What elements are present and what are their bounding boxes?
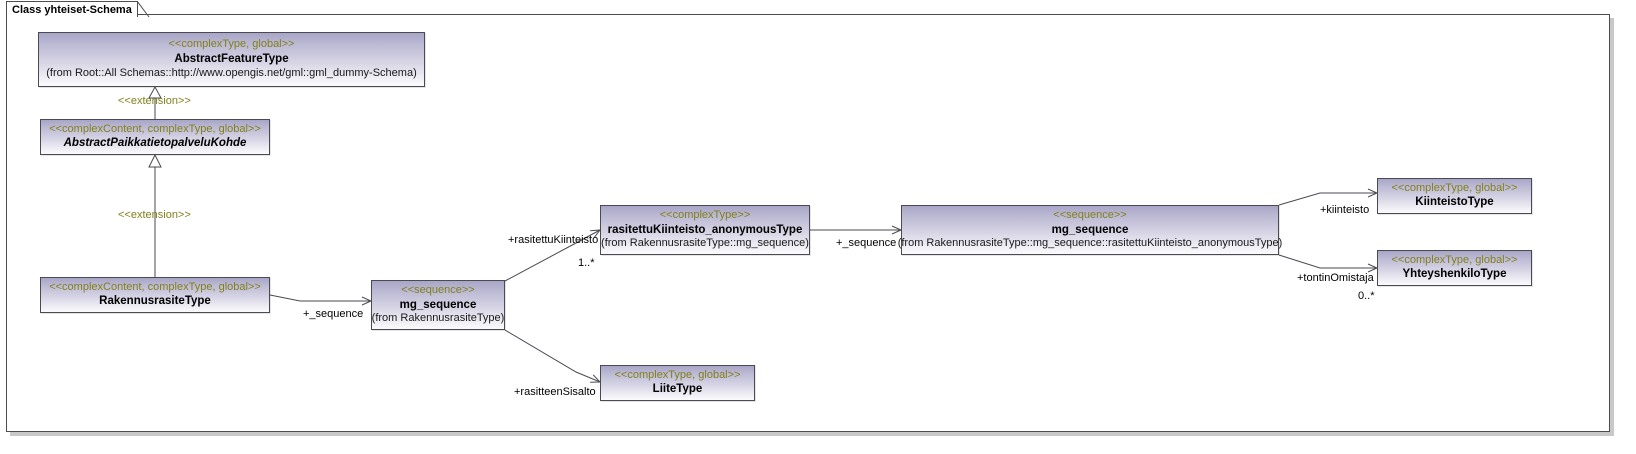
edge-label-rasitettukiinteisto: +rasitettuKiinteisto — [508, 234, 599, 246]
class-name: mg_sequence — [399, 298, 477, 311]
class-stereotype: <<complexType, global>> — [1391, 181, 1518, 194]
diagram-tab-corner-icon — [136, 1, 150, 18]
class-stereotype: <<sequence>> — [1053, 208, 1127, 221]
diagram-tab-label: Class yhteiset-Schema — [12, 3, 132, 16]
class-box-yhteyshenkilotype[interactable]: <<complexType, global>> YhteyshenkiloTyp… — [1377, 250, 1532, 286]
class-name: mg_sequence — [1051, 223, 1129, 236]
class-namespace: (from RakennusrasiteType) — [371, 312, 505, 325]
class-name: AbstractPaikkatietopalveluKohde — [63, 137, 247, 150]
class-name: KiinteistoType — [1415, 196, 1494, 209]
class-name: YhteyshenkiloType — [1402, 268, 1507, 281]
class-box-abstractfeaturetype[interactable]: <<complexType, global>> AbstractFeatureT… — [38, 32, 425, 87]
edge-label-rasitteensisalto: +rasitteenSisalto — [514, 386, 596, 398]
class-box-abstractpaikkatietopalvelukohde[interactable]: <<complexContent, complexType, global>> … — [40, 119, 270, 155]
edge-label-multiplicity-2: 0..* — [1358, 290, 1375, 302]
edge-label-sequence-1: +_sequence — [303, 308, 364, 320]
class-box-kiinteistotype[interactable]: <<complexType, global>> KiinteistoType — [1377, 178, 1532, 214]
class-stereotype: <<complexContent, complexType, global>> — [49, 122, 261, 135]
edge-label-extension-1: <<extension>> — [118, 95, 191, 107]
class-namespace: (from Root::All Schemas::http://www.open… — [46, 66, 417, 79]
class-stereotype: <<complexType, global>> — [614, 368, 741, 381]
edge-label-tontinomistaja: +tontinOmistaja — [1297, 272, 1374, 284]
diagram-tab[interactable]: Class yhteiset-Schema — [6, 1, 138, 17]
class-stereotype: <<complexType>> — [659, 208, 751, 221]
edge-label-multiplicity-1: 1..* — [578, 257, 595, 269]
class-stereotype: <<complexType, global>> — [1391, 253, 1518, 266]
edge-label-kiinteisto: +kiinteisto — [1320, 204, 1370, 216]
edge-label-extension-2: <<extension>> — [118, 209, 191, 221]
class-box-rasitettukiinteisto-anonymoustype[interactable]: <<complexType>> rasitettuKiinteisto_anon… — [600, 205, 810, 255]
class-name: AbstractFeatureType — [174, 53, 289, 66]
class-stereotype: <<complexType, global>> — [168, 38, 295, 51]
edge-label-sequence-2: +_sequence — [836, 237, 897, 249]
class-namespace: (from RakennusrasiteType::mg_sequence) — [601, 237, 809, 250]
class-box-liitetype[interactable]: <<complexType, global>> LiiteType — [600, 365, 755, 401]
class-name: RakennusrasiteType — [99, 295, 211, 308]
class-namespace: (from RakennusrasiteType::mg_sequence::r… — [897, 237, 1283, 250]
class-name: rasitettuKiinteisto_anonymousType — [607, 223, 803, 236]
class-box-rakennusrasitetype[interactable]: <<complexContent, complexType, global>> … — [40, 277, 270, 313]
class-stereotype: <<sequence>> — [401, 283, 475, 296]
class-box-mg-sequence-left[interactable]: <<sequence>> mg_sequence (from Rakennusr… — [371, 280, 505, 330]
class-stereotype: <<complexContent, complexType, global>> — [49, 280, 261, 293]
class-box-mg-sequence-right[interactable]: <<sequence>> mg_sequence (from Rakennusr… — [898, 205, 1282, 255]
class-name: LiiteType — [652, 383, 703, 396]
